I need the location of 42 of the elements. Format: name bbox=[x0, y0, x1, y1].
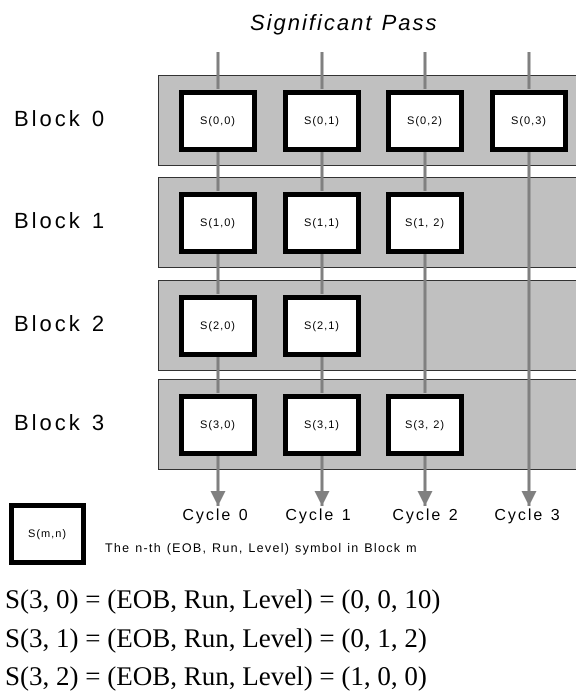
block-label: Block 3 bbox=[14, 410, 108, 436]
symbol-box: S(2,0) bbox=[179, 295, 257, 357]
equation-text: S(3, 0) = (EOB, Run, Level) = (0, 0, 10) bbox=[5, 584, 440, 615]
symbol-box: S(0,1) bbox=[283, 90, 361, 152]
cycle-label: Cycle 3 bbox=[494, 507, 562, 525]
symbol-box: S(1,1) bbox=[283, 192, 361, 254]
connector-line bbox=[424, 254, 426, 393]
arrow bbox=[210, 456, 226, 506]
arrow bbox=[418, 456, 432, 506]
symbol-box: S(3, 2) bbox=[386, 394, 464, 456]
cycle-label: Cycle 2 bbox=[392, 507, 460, 525]
block-label: Block 0 bbox=[14, 106, 108, 132]
equation-text: S(3, 2) = (EOB, Run, Level) = (1, 0, 0) bbox=[5, 661, 427, 691]
cycle-label: Cycle 1 bbox=[285, 507, 353, 525]
connector-line bbox=[216, 357, 220, 393]
connector-line bbox=[216, 52, 220, 89]
legend-symbol-box: S(m,n) bbox=[9, 503, 86, 565]
symbol-box: S(1,0) bbox=[179, 192, 257, 254]
block-label: Block 2 bbox=[14, 311, 108, 337]
connector-line bbox=[216, 152, 220, 191]
legend-description: The n-th (EOB, Run, Level) symbol in Block m bbox=[105, 541, 418, 555]
connector-line bbox=[320, 357, 324, 393]
diagram-title: Significant Pass bbox=[250, 10, 439, 36]
block-label: Block 1 bbox=[14, 208, 108, 234]
connector-line bbox=[216, 254, 220, 294]
connector-line bbox=[320, 152, 324, 191]
symbol-box: S(3,1) bbox=[283, 394, 361, 456]
connector-line bbox=[424, 52, 426, 89]
symbol-box: S(0,2) bbox=[386, 90, 464, 152]
equation-text: S(3, 1) = (EOB, Run, Level) = (0, 1, 2) bbox=[5, 622, 427, 654]
connector-line bbox=[320, 52, 324, 89]
symbol-box: S(3,0) bbox=[179, 394, 257, 456]
connector-line bbox=[528, 52, 530, 89]
arrow bbox=[522, 152, 536, 506]
symbol-box: S(0,3) bbox=[490, 90, 568, 152]
symbol-box: S(1, 2) bbox=[386, 192, 464, 254]
connector-line bbox=[424, 152, 426, 191]
symbol-box: S(0,0) bbox=[179, 90, 257, 152]
arrow bbox=[314, 456, 330, 506]
symbol-box: S(2,1) bbox=[283, 295, 361, 357]
cycle-label: Cycle 0 bbox=[182, 507, 250, 525]
connector-line bbox=[320, 254, 324, 294]
